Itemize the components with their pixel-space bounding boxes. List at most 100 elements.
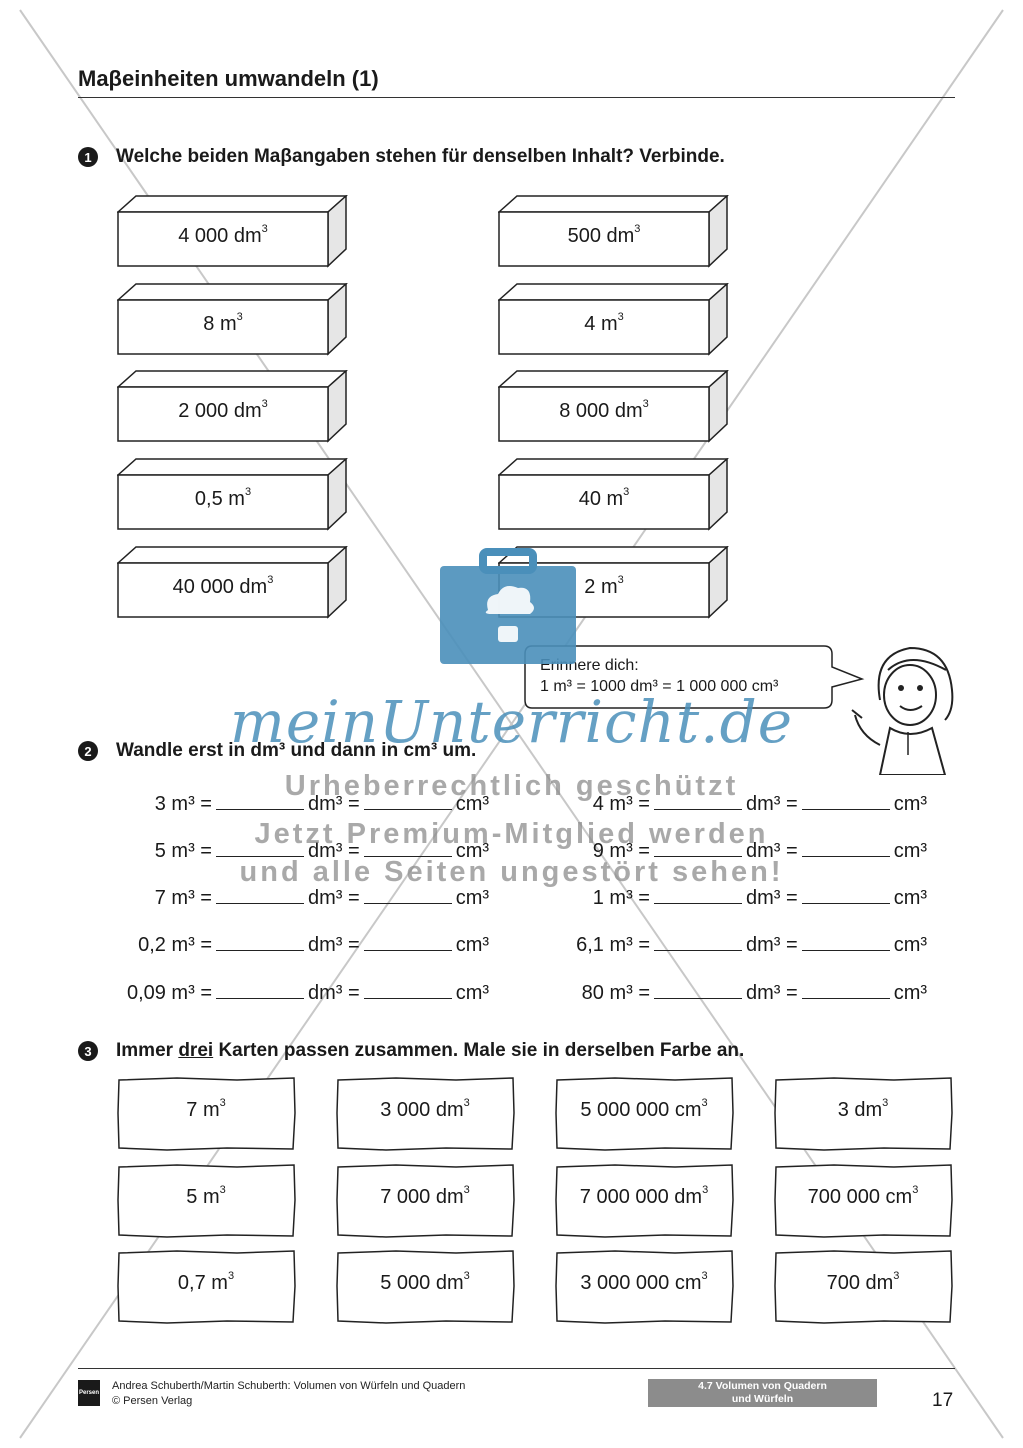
match-card-value: 3 000 000 cm: [580, 1272, 702, 1294]
cm-answer-blank[interactable]: [363, 980, 452, 999]
match-card[interactable]: 3 000 000 cm3: [555, 1250, 734, 1324]
left-conversion-row: 0,09 m³ =dm³ =cm³: [12, 980, 812, 1006]
cm-unit: cm³: [455, 887, 490, 909]
persen-logo-text: Persen: [78, 1390, 99, 1396]
cm-answer-blank[interactable]: [801, 932, 890, 951]
task1-number: 1: [78, 147, 98, 167]
left-box-exponent: 3: [267, 574, 274, 586]
dm-answer-blank[interactable]: [216, 791, 304, 810]
task3-heading: 3 Immer drei Karten passen zusammen. Mal…: [78, 1040, 744, 1062]
match-card[interactable]: 700 dm3: [774, 1250, 953, 1324]
match-card-value: 3 dm: [837, 1099, 883, 1121]
conversion-start: 1 m³ =: [592, 887, 650, 909]
cm-answer-blank[interactable]: [363, 838, 452, 857]
task3-number: 3: [78, 1041, 98, 1061]
right-conversion-row: 1 m³ = dm³ = cm³: [450, 885, 1023, 911]
match-card[interactable]: 7 000 000 dm3: [555, 1164, 734, 1238]
conversion-start: 0,2 m³ =: [138, 934, 212, 956]
match-card-label: 3 000 000 cm3: [555, 1270, 733, 1295]
cm-unit: cm³: [893, 840, 928, 862]
dm-unit: dm³ =: [746, 887, 798, 909]
watermark-line2: Jetzt Premium-Mitglied werden: [254, 818, 769, 850]
dm-answer-blank[interactable]: [654, 980, 742, 999]
dm-answer-blank[interactable]: [216, 885, 304, 904]
reminder-line2: 1 m³ = 1000 dm³ = 1 000 000 cm³: [540, 678, 779, 695]
right-box[interactable]: 4 m3: [498, 283, 729, 356]
match-card[interactable]: 700 000 cm3: [774, 1164, 953, 1238]
left-box[interactable]: 4 000 dm3: [117, 195, 348, 268]
cm-answer-blank[interactable]: [363, 791, 452, 810]
match-card[interactable]: 3 000 dm3: [336, 1077, 515, 1151]
match-card-label: 7 000 dm3: [336, 1184, 514, 1209]
task3-text-post: Karten passen zusammen. Male sie in ders…: [213, 1040, 745, 1061]
match-card[interactable]: 7 000 dm3: [336, 1164, 515, 1238]
match-card-value: 700 000 cm: [807, 1186, 913, 1208]
task3-text-under: drei: [178, 1040, 214, 1061]
cm-answer-blank[interactable]: [363, 885, 452, 904]
cm-answer-blank[interactable]: [801, 885, 890, 904]
dm-unit: dm³ =: [308, 934, 360, 956]
task2-heading: 2 Wandle erst in dm³ und dann in cm³ um.: [78, 740, 476, 762]
right-box-value: 8 000 dm: [559, 400, 643, 422]
match-card[interactable]: 5 000 dm3: [336, 1250, 515, 1324]
match-card-exponent: 3: [219, 1097, 226, 1109]
right-conversion-row: 80 m³ =dm³ =cm³: [450, 980, 1023, 1006]
dm-answer-blank[interactable]: [654, 838, 742, 857]
footer-credits: Andrea Schuberth/Martin Schuberth: Volum…: [112, 1379, 465, 1409]
match-card-exponent: 3: [893, 1270, 900, 1282]
cm-answer-blank[interactable]: [801, 980, 890, 999]
cm-answer-blank[interactable]: [801, 838, 890, 857]
left-box-value: 4 000 dm: [178, 225, 262, 247]
right-box-label: 500 dm3: [498, 223, 710, 248]
match-card-label: 5 000 000 cm3: [555, 1097, 733, 1122]
left-box-label: 40 000 dm3: [117, 574, 329, 599]
left-box[interactable]: 8 m3: [117, 283, 348, 356]
left-conversion-row: 3 m³ =dm³ =cm³: [12, 791, 812, 817]
right-box-exponent: 3: [642, 398, 649, 410]
match-card[interactable]: 5 m3: [117, 1164, 296, 1238]
dm-answer-blank[interactable]: [216, 980, 304, 999]
cm-unit: cm³: [455, 934, 490, 956]
task3-text-pre: Immer: [116, 1040, 179, 1061]
dm-answer-blank[interactable]: [654, 932, 742, 951]
dm-unit: dm³ =: [746, 793, 798, 815]
left-conversion-row: 5 m³ =dm³ =cm³: [12, 838, 812, 864]
dm-answer-blank[interactable]: [216, 932, 304, 951]
watermark-line1: Urheberrechtlich geschützt: [284, 770, 739, 802]
right-conversion-row: 4 m³ =dm³ =cm³: [450, 791, 1023, 817]
right-box[interactable]: 8 000 dm3: [498, 370, 729, 443]
cm-answer-blank[interactable]: [363, 932, 452, 951]
match-card[interactable]: 5 000 000 cm3: [555, 1077, 734, 1151]
conversion-start: 80 m³ =: [581, 982, 650, 1004]
cm-unit: cm³: [455, 982, 490, 1004]
briefcase-icon: [440, 548, 576, 664]
watermark-brand: meinUnterricht.de: [229, 688, 794, 756]
match-card-label: 3 000 dm3: [336, 1097, 514, 1122]
right-box-exponent: 3: [617, 574, 624, 586]
match-card-value: 7 000 dm: [380, 1186, 464, 1208]
section-line1: 4.7 Volumen von Quadern: [698, 1380, 827, 1392]
footer-divider: [78, 1368, 955, 1369]
left-box-exponent: 3: [261, 223, 268, 235]
dm-answer-blank[interactable]: [654, 885, 742, 904]
task2-text: Wandle erst in dm³ und dann in cm³ um.: [116, 740, 477, 761]
match-card[interactable]: 3 dm3: [774, 1077, 953, 1151]
left-box-label: 2 000 dm3: [117, 398, 329, 423]
match-card-label: 5 m3: [117, 1184, 295, 1209]
right-box[interactable]: 40 m3: [498, 458, 729, 531]
left-box[interactable]: 40 000 dm3: [117, 546, 348, 619]
right-box[interactable]: 500 dm3: [498, 195, 729, 268]
left-box-value: 0,5 m: [194, 488, 245, 510]
dm-answer-blank[interactable]: [654, 791, 742, 810]
right-conversion-row: 6,1 m³ =dm³ =cm³: [450, 932, 1023, 958]
match-card[interactable]: 0,7 m3: [117, 1250, 296, 1324]
left-box[interactable]: 2 000 dm3: [117, 370, 348, 443]
dm-answer-blank[interactable]: [216, 838, 304, 857]
right-box-value: 2 m: [584, 576, 618, 598]
conversion-start: 3 m³ =: [154, 793, 212, 815]
left-box[interactable]: 0,5 m3: [117, 458, 348, 531]
match-card[interactable]: 7 m3: [117, 1077, 296, 1151]
cm-answer-blank[interactable]: [801, 791, 890, 810]
right-box-exponent: 3: [623, 486, 630, 498]
footer-publisher: © Persen Verlag: [112, 1395, 193, 1407]
